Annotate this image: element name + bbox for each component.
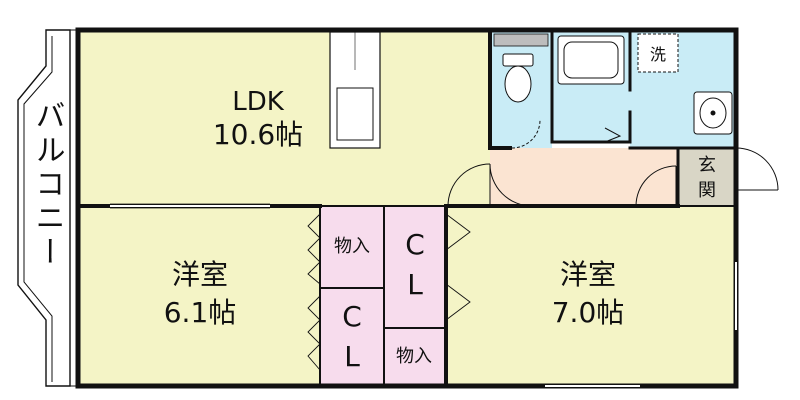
closet-right [384,206,446,328]
closet-left [320,288,384,386]
windows [110,205,737,387]
storage-top [320,206,384,288]
closet-right-label-2: L [407,268,423,301]
entrance-label-1: 玄 [698,155,716,176]
closet-left-label-2: L [344,340,360,373]
western-right-size: 7.0帖 [552,296,625,329]
ldk-size: 10.6帖 [213,118,303,151]
shelf [493,33,549,47]
western-room-left [78,206,320,386]
closet-right-label-1: C [405,228,425,261]
ldk-name: LDK [232,87,285,117]
western-left-size: 6.1帖 [164,296,237,329]
balcony-label: バルコニー [30,100,65,270]
western-right-name: 洋室 [560,258,616,291]
entrance-label-2: 関 [698,180,716,201]
washing-machine-space [637,33,679,73]
washbasin [693,91,733,135]
entrance-room [678,148,736,206]
laundry-label: 洗 [650,45,666,64]
closet-doors [307,213,471,371]
ldk-room [78,30,490,206]
storage-top-label: 物入 [334,236,370,257]
door-swings [447,119,779,207]
toilet-fixture [502,53,534,103]
closet-left-label-1: C [342,300,362,333]
storage-bottom [384,328,446,386]
balcony-area [17,29,78,387]
hallway [490,148,678,206]
bathtub [557,35,625,85]
step-marker [604,127,622,143]
western-room-right [446,206,736,386]
western-left-name: 洋室 [172,258,228,291]
kitchen-counter [329,31,381,149]
storage-bottom-label: 物入 [396,346,432,367]
